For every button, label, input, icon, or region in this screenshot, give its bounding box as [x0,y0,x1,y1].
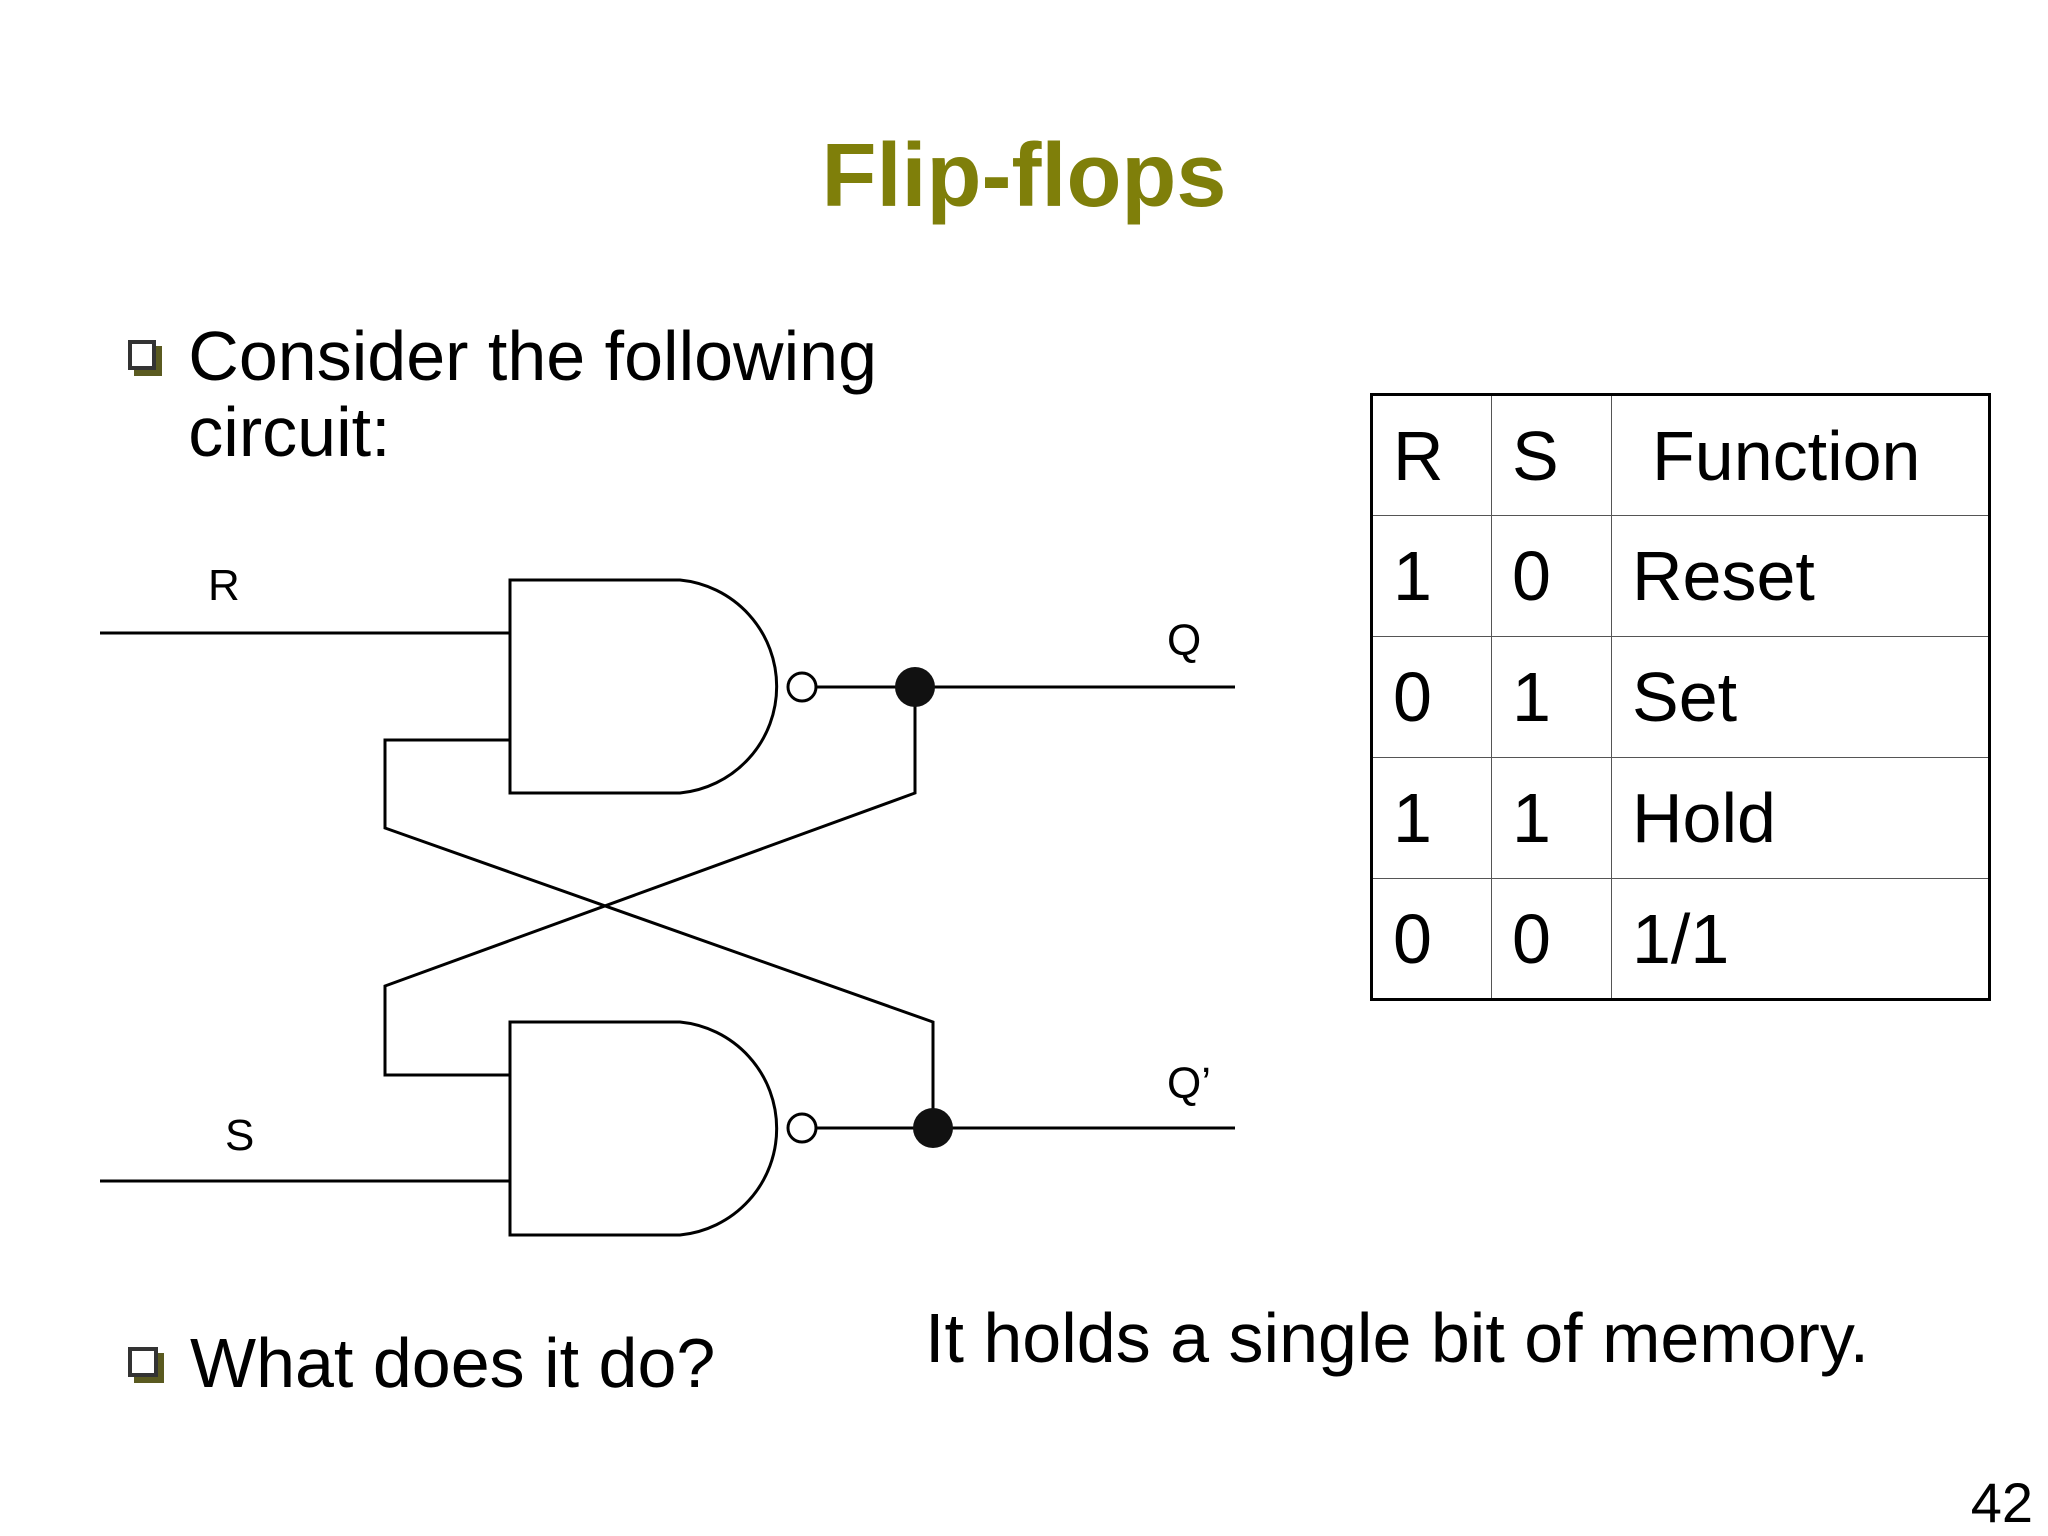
truth-table-header: R S Function [1371,394,1990,516]
page-number: 42 [1970,1471,2033,1534]
upper-nand-bubble [786,671,818,703]
cell-s: 0 [1491,515,1612,637]
q-bar-junction-dot [913,1108,953,1148]
bullet-consider: Consider the following circuit: [128,318,1028,470]
header-s: S [1491,394,1612,516]
cell-function: 1/1 [1611,878,1990,1000]
bullet-text: What does it do? [190,1324,716,1402]
table-row: 0 1 Set [1371,636,1990,758]
header-r: R [1371,394,1492,516]
q-bar-feedback-wire [383,738,935,1128]
cell-s: 1 [1491,636,1612,758]
cell-r: 0 [1371,878,1492,1000]
cell-s: 1 [1491,757,1612,879]
cell-r: 1 [1371,515,1492,637]
bullet-box-icon [128,1347,158,1377]
cell-r: 0 [1371,636,1492,758]
cell-r: 1 [1371,757,1492,879]
bullet-question: What does it do? [128,1325,828,1401]
cell-function: Hold [1611,757,1990,879]
cell-function: Reset [1611,515,1990,637]
header-function: Function [1611,394,1990,516]
label-q: Q [1167,616,1201,665]
upper-nand-gate [508,578,779,795]
answer-text: It holds a single bit of memory. [925,1299,1870,1377]
cell-function: Set [1611,636,1990,758]
cell-s: 0 [1491,878,1612,1000]
q-feedback-wire [383,687,917,1077]
lower-nand-bubble [786,1112,818,1144]
lower-nand-gate [508,1020,779,1237]
q-junction-dot [895,667,935,707]
label-r: R [208,561,240,610]
slide-title: Flip-flops [821,126,1227,226]
bullet-box-icon [128,340,157,370]
label-s: S [225,1111,254,1160]
label-q-bar: Q’ [1167,1059,1211,1108]
bullet-text: Consider the following circuit: [188,317,878,471]
table-row: 1 0 Reset [1371,515,1990,637]
table-row: 1 1 Hold [1371,757,1990,879]
truth-table: R S Function 1 0 Reset 0 1 Set 1 1 Hold … [1370,393,1991,1001]
table-row: 0 0 1/1 [1371,878,1990,1000]
